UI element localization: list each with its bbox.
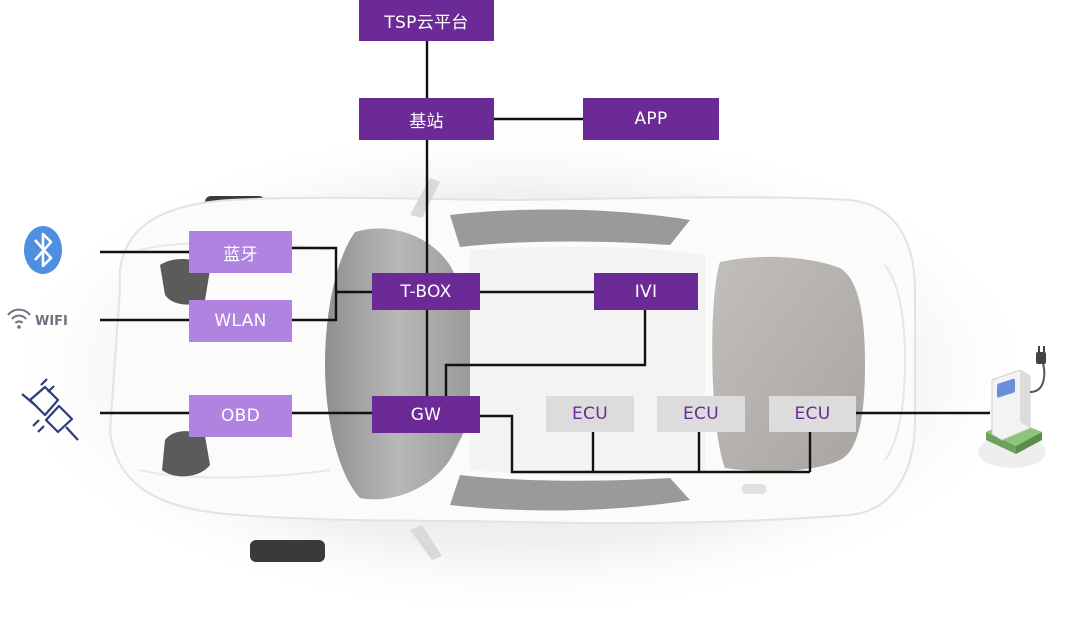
wifi-icon bbox=[7, 308, 31, 329]
node-tsp-cloud[interactable]: TSP云平台 bbox=[359, 0, 494, 41]
hood-line-bottom bbox=[139, 469, 331, 479]
node-wlan[interactable]: WLAN bbox=[189, 300, 292, 342]
tail-line bbox=[884, 264, 907, 461]
node-base-station[interactable]: 基站 bbox=[359, 98, 494, 140]
mirror-right bbox=[410, 525, 442, 560]
bluetooth-icon bbox=[24, 226, 62, 274]
node-ecu-3[interactable]: ECU bbox=[769, 396, 856, 432]
plug-connector-icon bbox=[21, 378, 79, 441]
node-bluetooth[interactable]: 蓝牙 bbox=[189, 231, 292, 273]
node-tbox[interactable]: T-BOX bbox=[372, 273, 480, 310]
fuel-cap bbox=[742, 484, 766, 494]
wifi-label: WIFI bbox=[35, 314, 68, 329]
node-ivi[interactable]: IVI bbox=[594, 273, 698, 310]
rear-glass bbox=[712, 256, 865, 472]
headlight-right bbox=[162, 431, 210, 477]
node-app[interactable]: APP bbox=[583, 98, 719, 140]
node-ecu-2[interactable]: ECU bbox=[657, 396, 745, 432]
connection-lines bbox=[100, 40, 990, 474]
mirror-left bbox=[410, 178, 440, 218]
side-window-bottom bbox=[450, 475, 690, 511]
node-ecu-1[interactable]: ECU bbox=[546, 396, 634, 432]
node-gateway[interactable]: GW bbox=[372, 396, 480, 433]
node-obd[interactable]: OBD bbox=[189, 395, 292, 437]
side-window-top bbox=[450, 209, 690, 247]
charging-station-icon bbox=[978, 346, 1046, 468]
wheel-front-right bbox=[250, 540, 325, 562]
